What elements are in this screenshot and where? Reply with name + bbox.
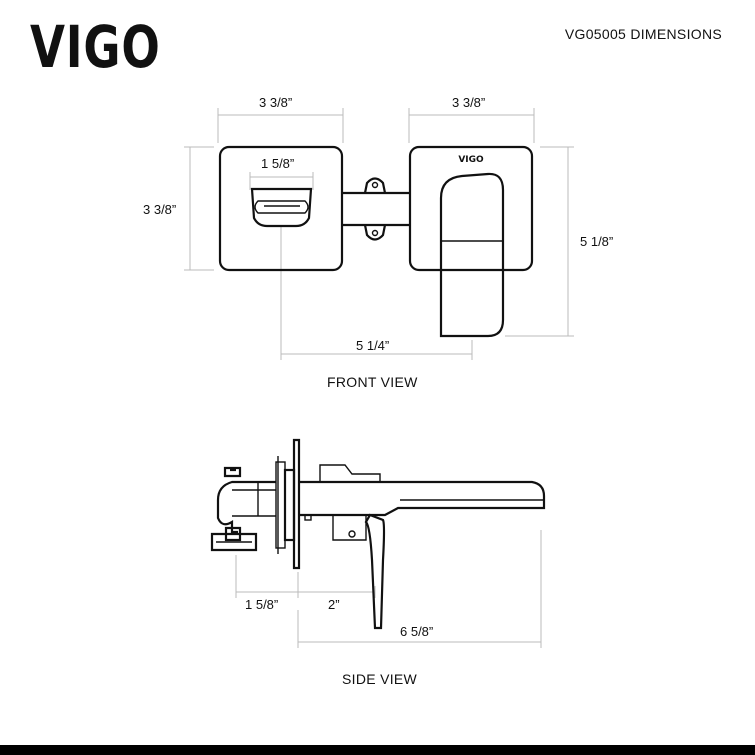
valve-body [210, 466, 276, 552]
dim-total-height: 5 1/8” [580, 234, 614, 249]
dim-rear-depth: 1 5/8” [245, 597, 279, 612]
mounting-bracket-top [363, 177, 387, 194]
spout [439, 172, 505, 338]
front-view-label: FRONT VIEW [327, 374, 418, 390]
connecting-pipe [342, 191, 410, 227]
spout-plate [408, 145, 534, 272]
dim-left-plate-width: 3 3/8” [259, 95, 293, 110]
dim-plate-height: 3 3/8” [143, 202, 177, 217]
side-dimension-lines [235, 530, 542, 648]
side-view-label: SIDE VIEW [342, 671, 418, 687]
valve-flange [275, 456, 296, 554]
vigo-logo: VIGO [30, 13, 161, 81]
dim-handle-width: 1 5/8” [261, 156, 295, 171]
footer-bar [0, 745, 755, 755]
dim-spout-reach: 6 5/8” [400, 624, 434, 639]
handle-plate [218, 145, 344, 272]
dim-center-distance: 5 1/4” [356, 338, 390, 353]
front-dimension-lines [184, 108, 574, 360]
handle-side [304, 513, 386, 630]
front-view-drawing: VIGO [184, 108, 574, 360]
side-view-drawing [210, 438, 546, 648]
mounting-bracket-bottom [363, 224, 387, 241]
handle-lever [250, 187, 313, 228]
dim-right-plate-width: 3 3/8” [452, 95, 486, 110]
document-title: VG05005 DIMENSIONS [564, 26, 722, 42]
plate-logo: VIGO [458, 155, 484, 165]
spout-side [299, 464, 546, 517]
dim-handle-depth: 2” [328, 597, 340, 612]
